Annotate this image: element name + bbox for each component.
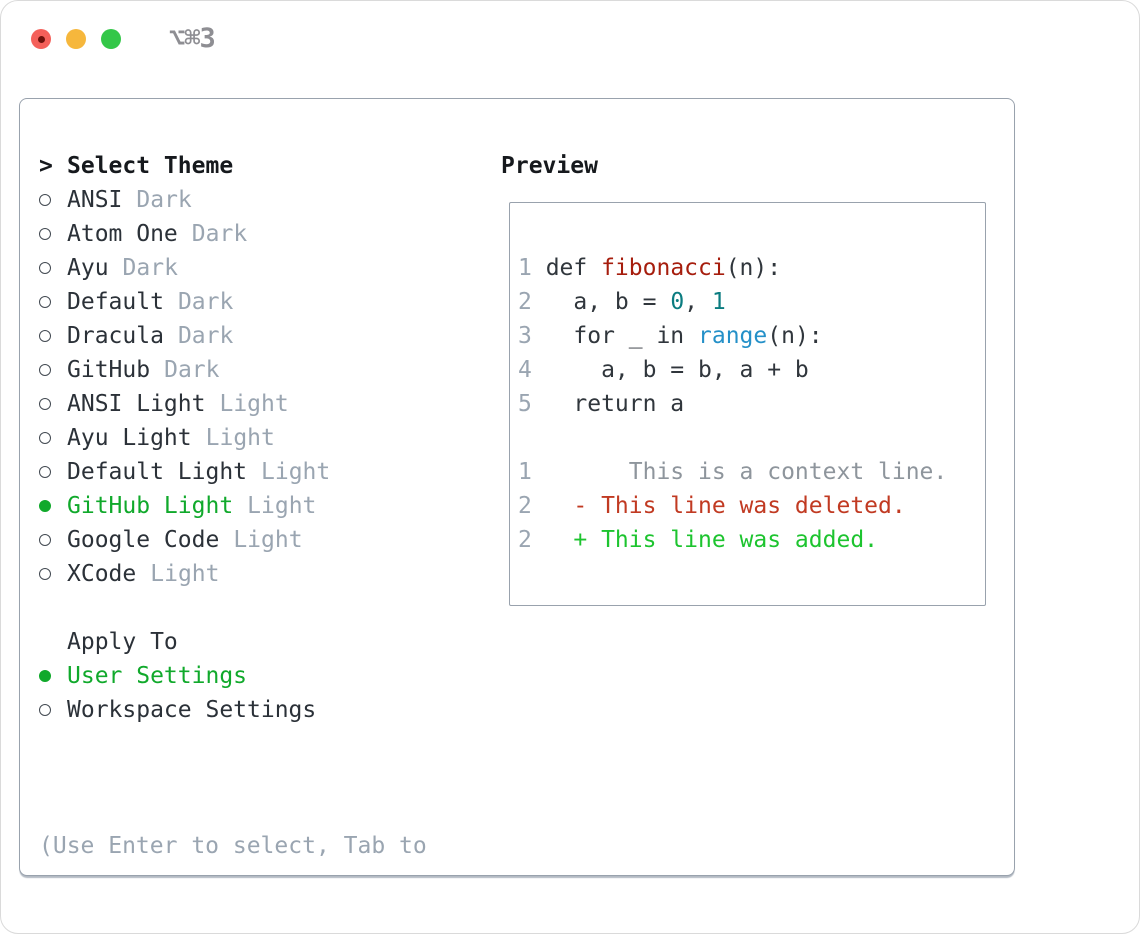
radio-filled-circle-icon — [39, 489, 67, 523]
spacer — [39, 625, 67, 659]
theme-name: ANSI — [67, 187, 123, 213]
radio-circle-icon — [39, 523, 67, 557]
theme-option-google-code-light[interactable]: Google Code Light — [39, 523, 427, 557]
section-title: Apply To — [67, 629, 178, 655]
theme-option-atom-one-dark[interactable]: Atom One Dark — [39, 217, 427, 251]
theme-variant: Dark — [177, 289, 234, 315]
code-line: 5 return a — [518, 387, 985, 421]
radio-circle-icon — [39, 183, 67, 217]
radio-circle-icon — [39, 455, 67, 489]
theme-variant: Dark — [122, 255, 178, 281]
radio-circle-icon — [39, 353, 67, 387]
line-number: 2 — [518, 527, 532, 553]
radio-circle-icon — [39, 217, 67, 251]
theme-option-dracula-dark[interactable]: Dracula Dark — [39, 319, 427, 353]
theme-variant: Dark — [191, 221, 248, 247]
help-text: (Use Enter to select, Tab to change focu… — [39, 761, 427, 933]
theme-name: ANSI Light — [67, 391, 206, 417]
preview-title: Preview — [501, 153, 598, 179]
line-number: 1 — [518, 255, 532, 281]
theme-name: Atom One — [67, 221, 178, 247]
line-number: 2 — [518, 289, 532, 315]
theme-option-github-dark[interactable]: GitHub Dark — [39, 353, 427, 387]
theme-variant: Light — [247, 493, 317, 519]
theme-variant: Light — [233, 527, 303, 553]
radio-filled-circle-icon — [39, 659, 67, 693]
theme-option-ayu-light[interactable]: Ayu Light Light — [39, 421, 427, 455]
titlebar: ⌥⌘3 — [1, 1, 1139, 98]
radio-circle-icon — [39, 557, 67, 591]
code-line: 4 a, b = b, a + b — [518, 353, 985, 387]
radio-circle-icon — [39, 251, 67, 285]
zoom-button[interactable] — [101, 29, 121, 49]
apply-option-name: Workspace Settings — [67, 697, 317, 723]
theme-name: Ayu Light — [67, 425, 192, 451]
theme-name: Default — [67, 289, 164, 315]
radio-circle-icon — [39, 421, 67, 455]
theme-option-ansi-light[interactable]: ANSI Light Light — [39, 387, 427, 421]
blank-line — [518, 421, 985, 455]
theme-variant: Dark — [136, 187, 192, 213]
theme-name: Google Code — [67, 527, 220, 553]
help-line: (Use Enter to select, Tab to — [39, 833, 427, 859]
apply-option-name: User Settings — [67, 663, 248, 689]
code-line: 2 a, b = 0, 1 — [518, 285, 985, 319]
theme-option-xcode-light[interactable]: XCode Light — [39, 557, 427, 591]
diff-context-line: 1 This is a context line. — [518, 455, 985, 489]
line-number: 4 — [518, 357, 532, 383]
apply-to-header: Apply To — [39, 625, 427, 659]
select-theme-header: > Select Theme — [39, 149, 427, 183]
line-number: 2 — [518, 493, 532, 519]
theme-variant: Light — [205, 425, 275, 451]
apply-option-user-settings[interactable]: User Settings — [39, 659, 427, 693]
cursor-marker: > — [39, 153, 53, 179]
section-title: Select Theme — [67, 153, 234, 179]
radio-circle-icon — [39, 387, 67, 421]
theme-variant: Light — [219, 391, 289, 417]
diff-deleted-line: 2 - This line was deleted. — [518, 489, 985, 523]
theme-option-default-light[interactable]: Default Light Light — [39, 455, 427, 489]
theme-name: Dracula — [67, 323, 164, 349]
radio-circle-icon — [39, 693, 67, 727]
theme-name: Default Light — [67, 459, 248, 485]
line-number: 3 — [518, 323, 532, 349]
diff-added-line: 2 + This line was added. — [518, 523, 985, 557]
theme-name: Ayu — [67, 255, 109, 281]
radio-circle-icon — [39, 285, 67, 319]
line-number: 5 — [518, 391, 532, 417]
theme-variant: Light — [261, 459, 331, 485]
theme-variant: Dark — [164, 357, 220, 383]
theme-option-github-light[interactable]: GitHub Light Light — [39, 489, 427, 523]
theme-option-ayu-dark[interactable]: Ayu Dark — [39, 251, 427, 285]
theme-option-ansi-dark[interactable]: ANSI Dark — [39, 183, 427, 217]
theme-name: GitHub Light — [67, 493, 234, 519]
traffic-lights — [31, 29, 121, 49]
minimize-button[interactable] — [66, 29, 86, 49]
apply-option-workspace-settings[interactable]: Workspace Settings — [39, 693, 427, 727]
theme-name: XCode — [67, 561, 137, 587]
keyboard-shortcut-label: ⌥⌘3 — [169, 23, 216, 54]
theme-option-default-dark[interactable]: Default Dark — [39, 285, 427, 319]
radio-circle-icon — [39, 319, 67, 353]
close-button[interactable] — [31, 29, 51, 49]
theme-selector: > Select Theme ANSI Dark Atom One Dark A… — [39, 149, 427, 933]
theme-variant: Light — [150, 561, 220, 587]
theme-name: GitHub — [67, 357, 151, 383]
line-number: 1 — [518, 459, 532, 485]
theme-variant: Dark — [177, 323, 234, 349]
code-line: 3 for _ in range(n): — [518, 319, 985, 353]
